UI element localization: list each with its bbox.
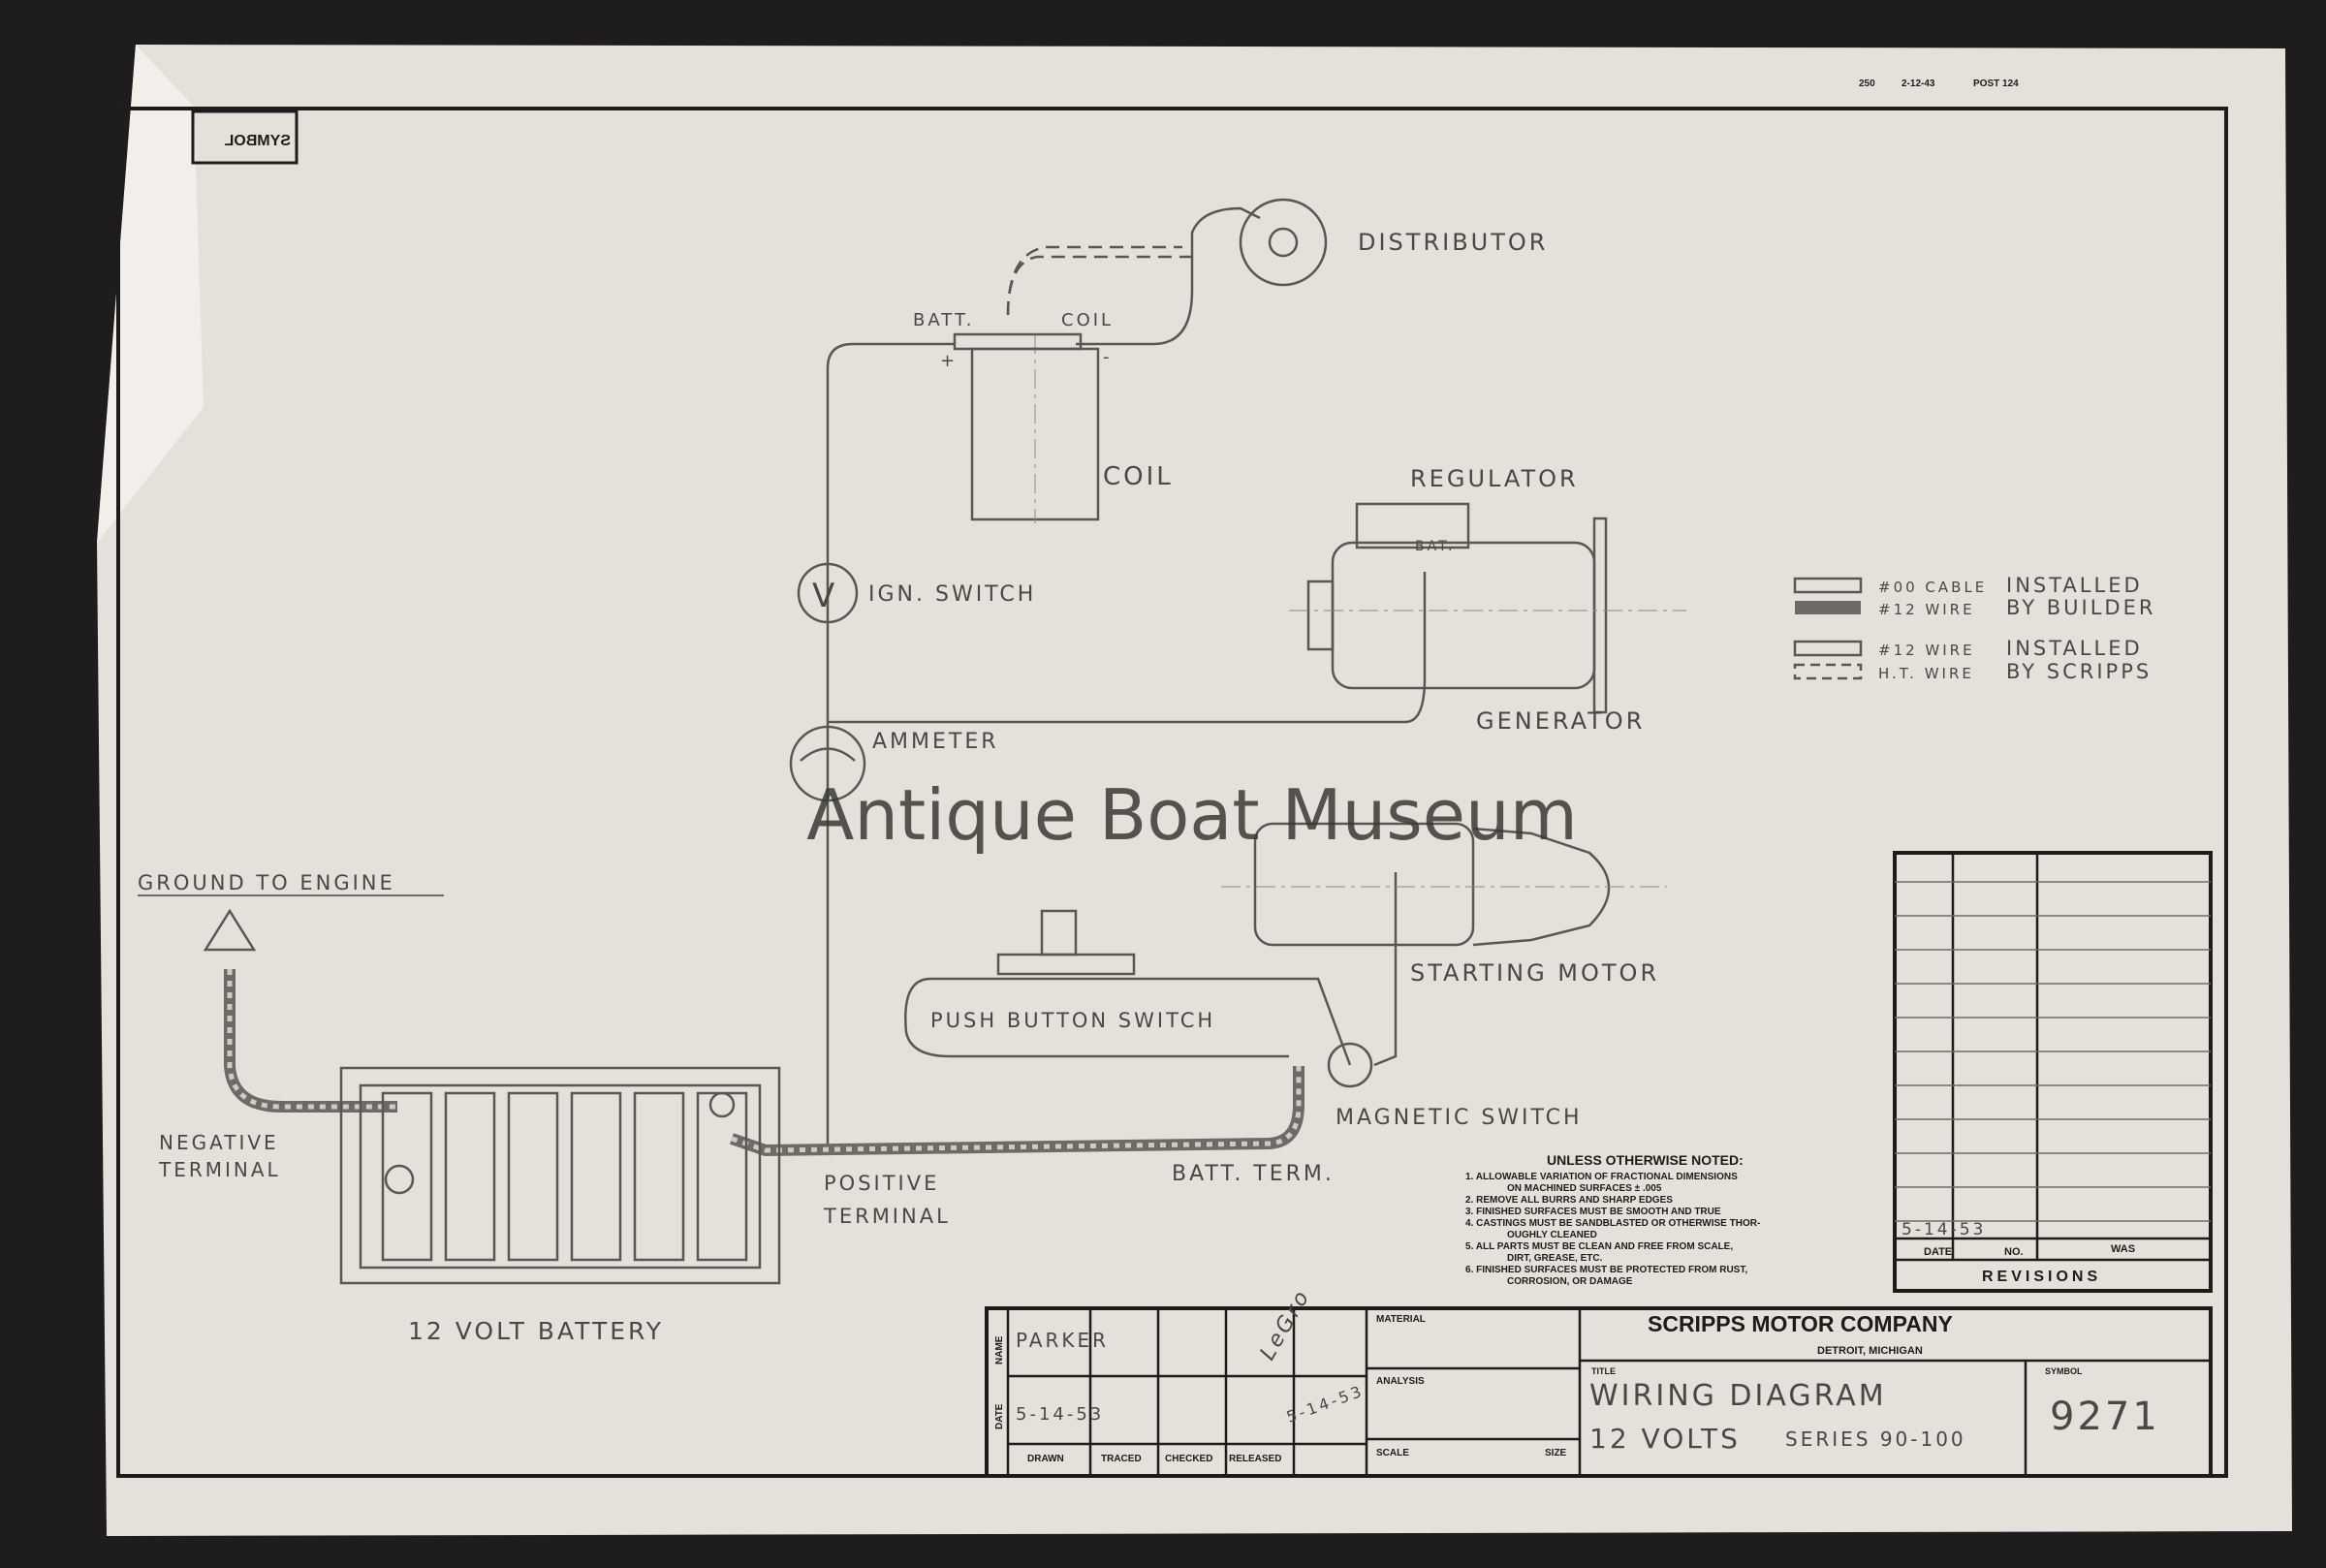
legend-by-builder: BY BUILDER <box>2006 596 2155 619</box>
wire-legend: #00 CABLE #12 WIRE #12 WIRE H.T. WIRE IN… <box>1793 574 2155 683</box>
symbol-label: SYMBOL <box>2045 1366 2083 1376</box>
note-line: ON MACHINED SURFACES ± .005 <box>1507 1183 1662 1194</box>
legend-12-wire-builder: #12 WIRE <box>1878 601 1975 618</box>
drawn-by-name: PARKER <box>1016 1329 1109 1352</box>
drawing-symbol-number: 9271 <box>2050 1395 2160 1439</box>
print-code: 250 <box>1859 78 1875 89</box>
title-label: TITLE <box>1591 1366 1616 1376</box>
magnetic-switch-icon <box>1327 1042 1373 1088</box>
ammeter-icon <box>789 725 866 802</box>
label-coil-minus: - <box>1103 347 1113 367</box>
legend-installed-1: INSTALLED <box>2006 574 2143 597</box>
label-positive-terminal-1: POSITIVE <box>824 1172 939 1195</box>
drawn-date: 5-14-53 <box>1016 1404 1104 1425</box>
revisions-col-was: WAS <box>2111 1243 2135 1255</box>
drawing-series: SERIES 90-100 <box>1785 1427 1966 1451</box>
col-traced: TRACED <box>1101 1454 1142 1464</box>
label-battery: 12 VOLT BATTERY <box>408 1317 664 1345</box>
note-line: 3. FINISHED SURFACES MUST BE SMOOTH AND … <box>1465 1207 1721 1217</box>
symbol-tab-box <box>191 110 299 165</box>
label-ground-to-engine: GROUND TO ENGINE <box>138 871 395 894</box>
print-date: 2-12-43 <box>1902 78 1935 89</box>
company-name: SCRIPPS MOTOR COMPANY <box>1648 1311 1953 1336</box>
distributor-icon <box>1239 198 1328 287</box>
symbol-tab-mirrored: SYMBOL <box>224 133 291 149</box>
label-magnetic-switch: MAGNETIC SWITCH <box>1336 1106 1583 1130</box>
note-line: 6. FINISHED SURFACES MUST BE PROTECTED F… <box>1465 1265 1747 1275</box>
note-line: DIRT, GREASE, ETC. <box>1507 1253 1603 1264</box>
ignition-switch-symbol: V <box>812 577 837 615</box>
note-line: 2. REMOVE ALL BURRS AND SHARP EDGES <box>1465 1195 1673 1206</box>
watermark: Antique Boat Museum <box>806 774 1578 856</box>
label-regulator-bat: BAT. <box>1415 539 1455 554</box>
label-negative-terminal-2: TERMINAL <box>158 1158 281 1181</box>
drawing-title-line2: 12 VOLTS <box>1589 1423 1741 1455</box>
battery-icon <box>339 1066 781 1285</box>
revisions-col-date: DATE <box>1924 1246 1952 1258</box>
label-positive-terminal-2: TERMINAL <box>823 1205 951 1228</box>
label-coil: COIL <box>1103 462 1174 491</box>
ignition-switch-icon <box>797 562 859 624</box>
col-released: RELEASED <box>1229 1454 1281 1464</box>
notes-heading: UNLESS OTHERWISE NOTED: <box>1547 1152 1744 1168</box>
legend-ht-wire: H.T. WIRE <box>1878 665 1974 682</box>
wires <box>826 206 1427 1150</box>
legend-12-wire-scripps: #12 WIRE <box>1878 642 1975 659</box>
label-distributor: DISTRIBUTOR <box>1358 229 1548 256</box>
legend-00-cable: #00 CABLE <box>1878 579 1987 596</box>
note-line: 5. ALL PARTS MUST BE CLEAN AND FREE FROM… <box>1465 1241 1733 1252</box>
row-label-name: NAME <box>994 1335 1005 1364</box>
label-ign-switch: IGN. SWITCH <box>868 582 1036 607</box>
label-regulator: REGULATOR <box>1410 465 1579 492</box>
col-drawn: DRAWN <box>1027 1454 1064 1464</box>
revision-date-entry: 5-14-53 <box>1902 1220 1986 1239</box>
ground-symbol-icon <box>203 908 257 952</box>
row-label-date: DATE <box>994 1403 1005 1429</box>
label-coil-batt: BATT. <box>913 310 975 330</box>
revisions-title: REVISIONS <box>1982 1269 2101 1285</box>
material-label: MATERIAL <box>1376 1314 1426 1325</box>
starting-motor-icon <box>1253 822 1475 947</box>
drawing-title-line1: WIRING DIAGRAM <box>1589 1379 1887 1413</box>
print-post: POST 124 <box>1973 78 2019 89</box>
battery-cable <box>224 969 1304 1157</box>
regulator-icon <box>1355 502 1470 549</box>
label-starting-motor: STARTING MOTOR <box>1410 959 1659 987</box>
label-negative-terminal-1: NEGATIVE <box>159 1131 279 1154</box>
note-line: 4. CASTINGS MUST BE SANDBLASTED OR OTHER… <box>1465 1218 1760 1229</box>
paper-sheet <box>97 45 2292 1536</box>
folded-corner <box>97 45 204 543</box>
label-coil-plus: + <box>940 351 958 371</box>
size-label: SIZE <box>1545 1448 1567 1458</box>
legend-by-scripps: BY SCRIPPS <box>2006 660 2152 683</box>
header-print-info: 250 2-12-43 POST 124 <box>1859 78 2019 89</box>
note-line: 1. ALLOWABLE VARIATION OF FRACTIONAL DIM… <box>1465 1172 1738 1182</box>
label-push-button-switch: PUSH BUTTON SWITCH <box>930 1009 1215 1032</box>
col-checked: CHECKED <box>1165 1454 1212 1464</box>
general-notes: UNLESS OTHERWISE NOTED: 1. ALLOWABLE VAR… <box>1465 1152 1760 1287</box>
revisions-col-no: NO. <box>2004 1246 2024 1258</box>
label-batt-term: BATT. TERM. <box>1172 1162 1335 1186</box>
label-coil-terminal: COIL <box>1061 310 1114 330</box>
legend-installed-2: INSTALLED <box>2006 637 2143 660</box>
label-ammeter: AMMETER <box>872 730 999 754</box>
revisions-table <box>1893 851 2213 1293</box>
analysis-label: ANALYSIS <box>1376 1376 1425 1387</box>
label-generator: GENERATOR <box>1476 707 1645 735</box>
note-line: OUGHLY CLEANED <box>1507 1230 1597 1240</box>
title-block <box>985 1306 2213 1478</box>
note-line: CORROSION, OR DAMAGE <box>1507 1276 1633 1287</box>
scale-label: SCALE <box>1376 1448 1409 1458</box>
company-location: DETROIT, MICHIGAN <box>1817 1345 1923 1357</box>
